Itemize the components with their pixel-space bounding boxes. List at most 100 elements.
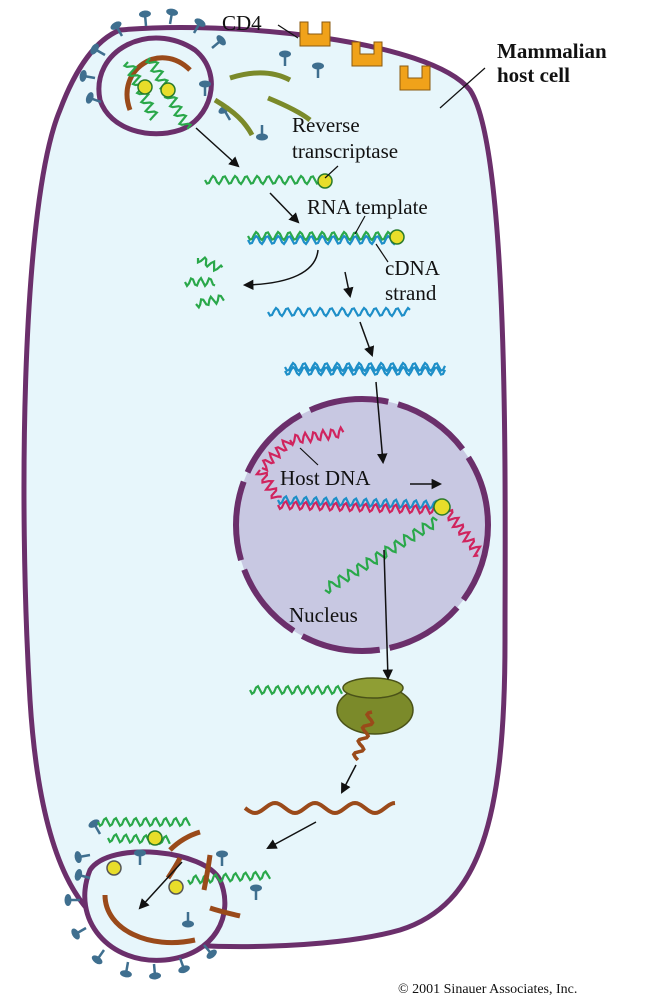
cd4-receptor [351,41,383,67]
reverse-transcriptase-enzyme [106,860,122,876]
viral-rna-strand [187,869,272,886]
capsid-fragment [267,95,312,122]
double-stranded-cdna [284,361,446,373]
cdna-strand [247,234,401,246]
process-arrows [138,127,443,910]
glycoprotein-knob [279,50,291,66]
glycoprotein-knob [166,8,179,25]
rna-template-strand [247,230,401,242]
nascent-protein [351,710,375,762]
leader-cdna [375,243,389,263]
reverse-transcriptase-enzyme [433,498,451,516]
virion-capsid-bottom [102,894,196,946]
glycoprotein-knob [85,92,102,104]
reverse-transcriptase-enzyme [160,82,176,98]
virion-envelope-top [96,35,214,137]
glycoprotein-knob [192,18,206,34]
nucleus-body [236,399,488,651]
capsid-fragment [213,97,255,137]
degraded-rna-fragment [196,256,224,273]
label-host-cell: host cell [497,63,570,87]
glycoprotein-knob [149,963,162,980]
reverse-transcriptase-enzymes [106,79,451,895]
glycoprotein-knob [134,849,146,865]
glycoprotein-knob [211,35,226,49]
nucleus [233,396,491,654]
cdna-strand [267,306,411,318]
leader-rna-template [354,215,366,235]
label-cdna: cDNA [385,256,441,280]
transcribed-rna [324,516,438,595]
virion-envelope-bottom [82,849,228,963]
glycoprotein-knob [203,944,217,959]
reverse-transcriptase-enzyme [389,229,405,245]
host-dna-strand [261,438,293,472]
glycoprotein-knob [91,949,106,965]
arrow-entry-to-rt [195,127,240,168]
glycoprotein-knob [250,884,262,900]
cd4-receptor [399,65,431,91]
ribosome [336,677,414,735]
label-cd4: CD4 [222,11,262,35]
arrow-rna-degraded [242,249,319,291]
capsid-fragments [165,70,312,919]
glycoprotein-knob [119,961,132,978]
reverse-transcriptase-enzyme [317,173,333,189]
viral-rna-strand [97,816,191,828]
glycoprotein-knob [138,10,151,27]
glycoprotein-knob [90,43,106,57]
arrow-to-protein [341,764,357,794]
ribosome-small-subunit [342,677,404,699]
arrow-to-budding [138,861,183,910]
capsid-fragment [201,854,213,891]
glycoprotein-knob [182,912,194,928]
double-stranded-cdna [284,365,446,377]
label-mammalian: Mammalian [497,39,607,63]
leader-host-dna [299,447,319,466]
virion-capsid-top [124,55,192,111]
arrow-into-nucleus [375,381,388,465]
copyright-notice: © 2001 Sinauer Associates, Inc. [398,982,577,997]
glycoprotein-knob [216,850,228,866]
budding-virion [82,849,228,963]
host-dna-strand [440,507,483,558]
arrow-rt-to-template [269,192,300,224]
reverse-transcriptase-enzyme [137,79,153,95]
host-dna-strand [254,469,282,500]
host-dna-strand [289,425,345,448]
surface-glycoproteins [64,8,324,980]
glycoprotein-knob [71,926,87,940]
capsid-fragment [229,70,292,83]
glycoprotein-knob [199,80,211,96]
glycoprotein-knob [178,957,190,974]
glycoprotein-knob [74,869,91,881]
leader-host-cell [439,67,486,109]
integrated-provirus [277,494,441,511]
leader-lines [277,24,486,466]
glycoprotein-knob [79,69,96,82]
arrow-to-ribosome [382,549,393,681]
glycoprotein-knob [256,125,268,141]
nuclear-envelope [233,396,491,654]
glycoprotein-knob [110,21,124,37]
glycoprotein-knob [312,62,324,78]
host-dna-strand [277,499,441,516]
label-strand: strand [385,281,437,305]
leader-cd4 [277,24,299,39]
label-reverse: Reverse [292,113,360,137]
label-nucleus: Nucleus [289,603,358,627]
label-host-dna: Host DNA [280,466,371,490]
cd4-receptor [299,21,331,47]
label-transcriptase: transcriptase [292,139,398,163]
degraded-rna-fragment [195,294,225,310]
arrow-to-double-strand [359,321,375,357]
label-rna-template: RNA template [307,195,428,219]
capsid-fragment [209,905,241,919]
degraded-rna-fragment [184,276,216,288]
glycoprotein-knob [88,819,102,835]
entering-virion [96,35,214,137]
viral-protein [243,800,396,816]
arrow-to-assembly [266,821,317,850]
reverse-transcriptase-enzyme [147,830,163,846]
